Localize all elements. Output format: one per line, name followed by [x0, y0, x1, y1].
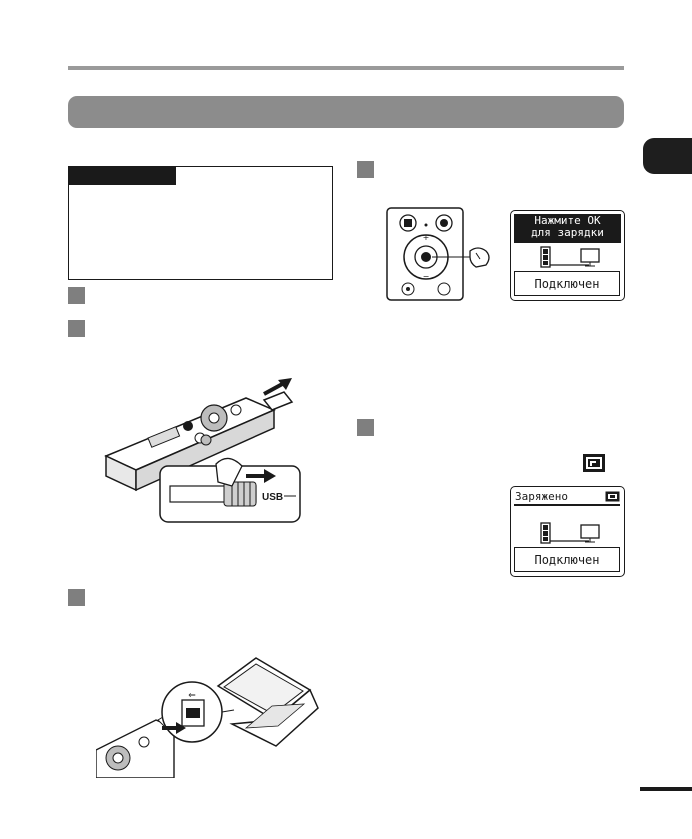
lcd-prompt-banner: Нажмите OK для зарядки	[514, 214, 621, 243]
note-box-header	[69, 167, 176, 185]
note-box	[68, 166, 333, 280]
computer-monitor-icon	[580, 248, 600, 267]
connection-diagram	[540, 522, 600, 544]
battery-full-icon	[540, 522, 551, 544]
connection-diagram	[540, 246, 600, 268]
step-marker-2	[68, 320, 85, 337]
lcd-screen-connect: Нажмите OK для зарядки Подключен	[510, 210, 625, 301]
top-rule	[68, 66, 624, 70]
step-marker-5	[357, 419, 374, 436]
laptop-icon	[216, 657, 319, 747]
battery-full-icon	[540, 246, 551, 268]
recorder-laptop-connection-figure: ⇐	[96, 657, 319, 778]
svg-text:⇐: ⇐	[188, 691, 196, 701]
step-marker-1	[68, 287, 85, 304]
battery-full-icon	[605, 491, 620, 502]
computer-monitor-icon	[580, 524, 600, 543]
page-number-rule	[640, 787, 692, 791]
usb-slide-label: USB	[262, 492, 283, 503]
pointing-hand-icon	[469, 247, 490, 268]
recorder-buttons-figure: + −	[386, 207, 490, 301]
battery-charged-icon	[583, 454, 605, 472]
lcd-header-divider	[514, 504, 620, 506]
lcd-status: Подключен	[514, 547, 620, 572]
section-title-bar	[68, 96, 624, 128]
step-marker-4	[357, 161, 374, 178]
lcd-prompt-line-2: для зарядки	[531, 226, 604, 239]
lcd-charged-header: Заряжено	[515, 490, 568, 503]
svg-text:+: +	[423, 233, 430, 242]
lcd-screen-charged: Заряжено Подключен	[510, 486, 625, 577]
chapter-tab	[643, 138, 692, 174]
lcd-status: Подключен	[514, 271, 620, 296]
recorder-usb-slide-figure: USB	[104, 378, 301, 523]
step-marker-3	[68, 589, 85, 606]
svg-text:−: −	[423, 272, 430, 281]
lcd-prompt-line-1: Нажмите OK	[534, 214, 601, 227]
